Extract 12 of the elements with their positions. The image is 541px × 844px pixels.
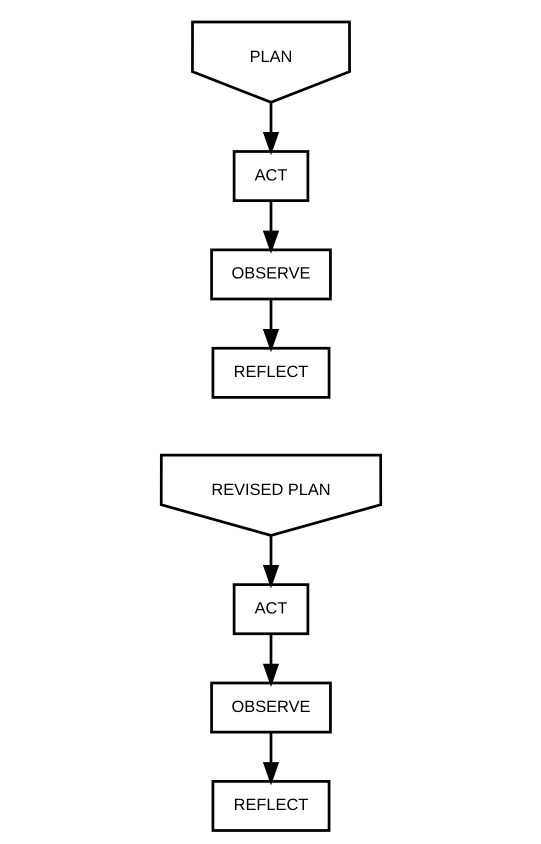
arrow [262, 102, 279, 156]
node-box: ACT [232, 150, 309, 202]
node-box: REFLECT [211, 780, 330, 832]
node-box: OBSERVE [210, 682, 332, 734]
arrow [262, 201, 279, 254]
arrow [262, 634, 279, 687]
node-box: ACT [232, 583, 309, 636]
arrow [262, 536, 279, 588]
arrow [262, 299, 279, 352]
node-box: OBSERVE [210, 248, 332, 300]
node-box: REFLECT [211, 346, 330, 399]
arrow [262, 732, 279, 786]
